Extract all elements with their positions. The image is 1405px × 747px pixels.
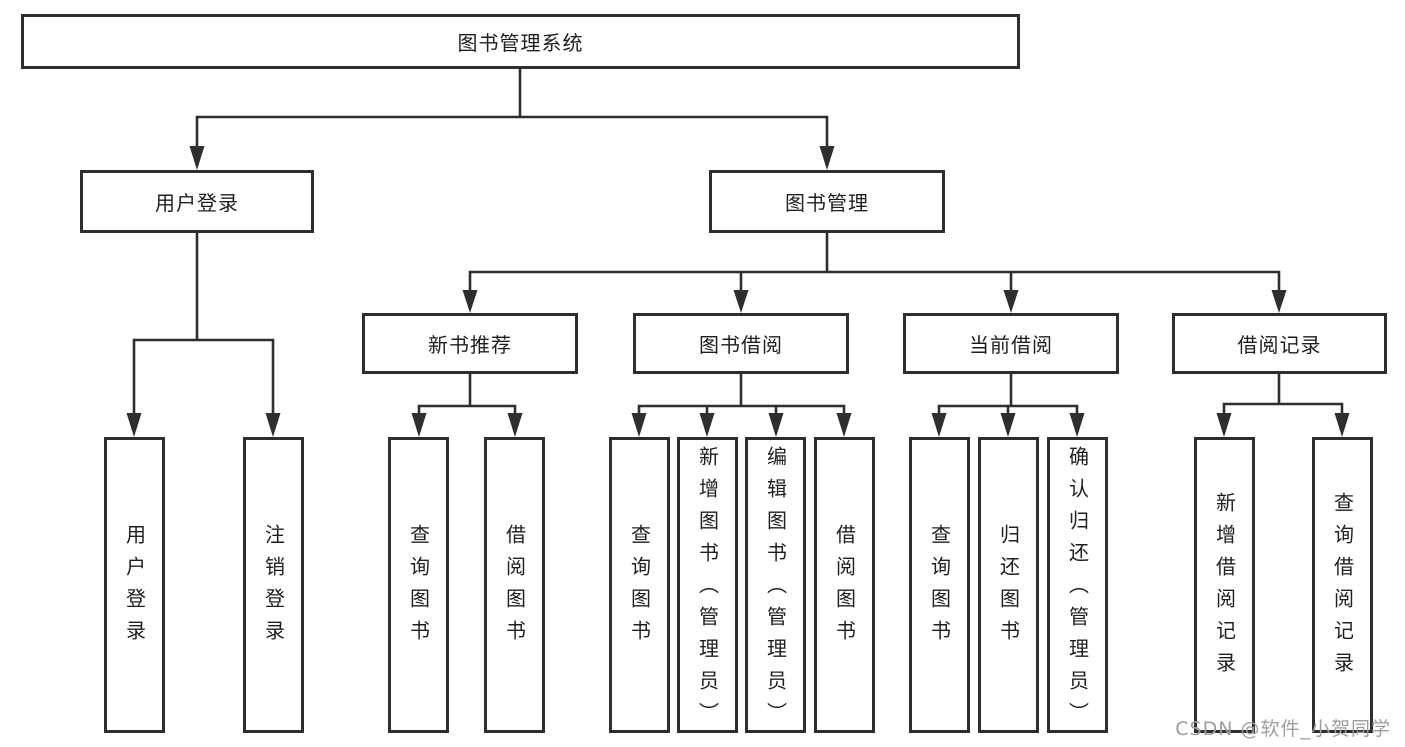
arrowheads	[126, 146, 1350, 437]
node-leaf-query-borrow-record: 查询借阅记录	[1312, 437, 1373, 733]
node-leaf-logout: 注销登录	[243, 437, 304, 733]
connector-user-login	[132, 231, 275, 420]
node-new-book-recommendation: 新书推荐	[362, 313, 578, 374]
node-leaf-return-books: 归还图书	[978, 437, 1039, 733]
node-book-borrowing: 图书借阅	[633, 313, 849, 374]
node-borrowing-records: 借阅记录	[1172, 313, 1387, 374]
node-leaf-add-borrow-record: 新增借阅记录	[1194, 437, 1255, 733]
connector-book-borrow	[637, 372, 846, 420]
node-library-management-system: 图书管理系统	[21, 14, 1020, 69]
node-leaf-borrow-books: 借阅图书	[814, 437, 875, 733]
connector-current-borrow	[937, 372, 1079, 420]
node-leaf-user-login: 用户登录	[104, 437, 165, 733]
connector-root	[195, 67, 829, 153]
node-leaf-confirm-return-admin: 确认归还（管理员）	[1047, 437, 1108, 734]
node-leaf-query-books-recommend: 查询图书	[388, 437, 449, 733]
node-user-login: 用户登录	[80, 170, 314, 233]
node-leaf-edit-book-admin: 编辑图书（管理员）	[745, 437, 806, 734]
node-leaf-query-books-borrow: 查询图书	[609, 437, 670, 733]
connector-book-management	[468, 231, 1281, 297]
node-book-management: 图书管理	[709, 170, 945, 233]
node-leaf-add-book-admin: 新增图书（管理员）	[677, 437, 738, 734]
node-leaf-borrow-books-recommend: 借阅图书	[484, 437, 545, 733]
csdn-watermark: CSDN @软件_小贺同学	[1175, 718, 1391, 740]
connector-new-book	[417, 372, 517, 420]
node-leaf-query-books-current: 查询图书	[909, 437, 970, 733]
connector-borrow-records	[1222, 372, 1344, 420]
node-current-borrowing: 当前借阅	[903, 313, 1119, 374]
